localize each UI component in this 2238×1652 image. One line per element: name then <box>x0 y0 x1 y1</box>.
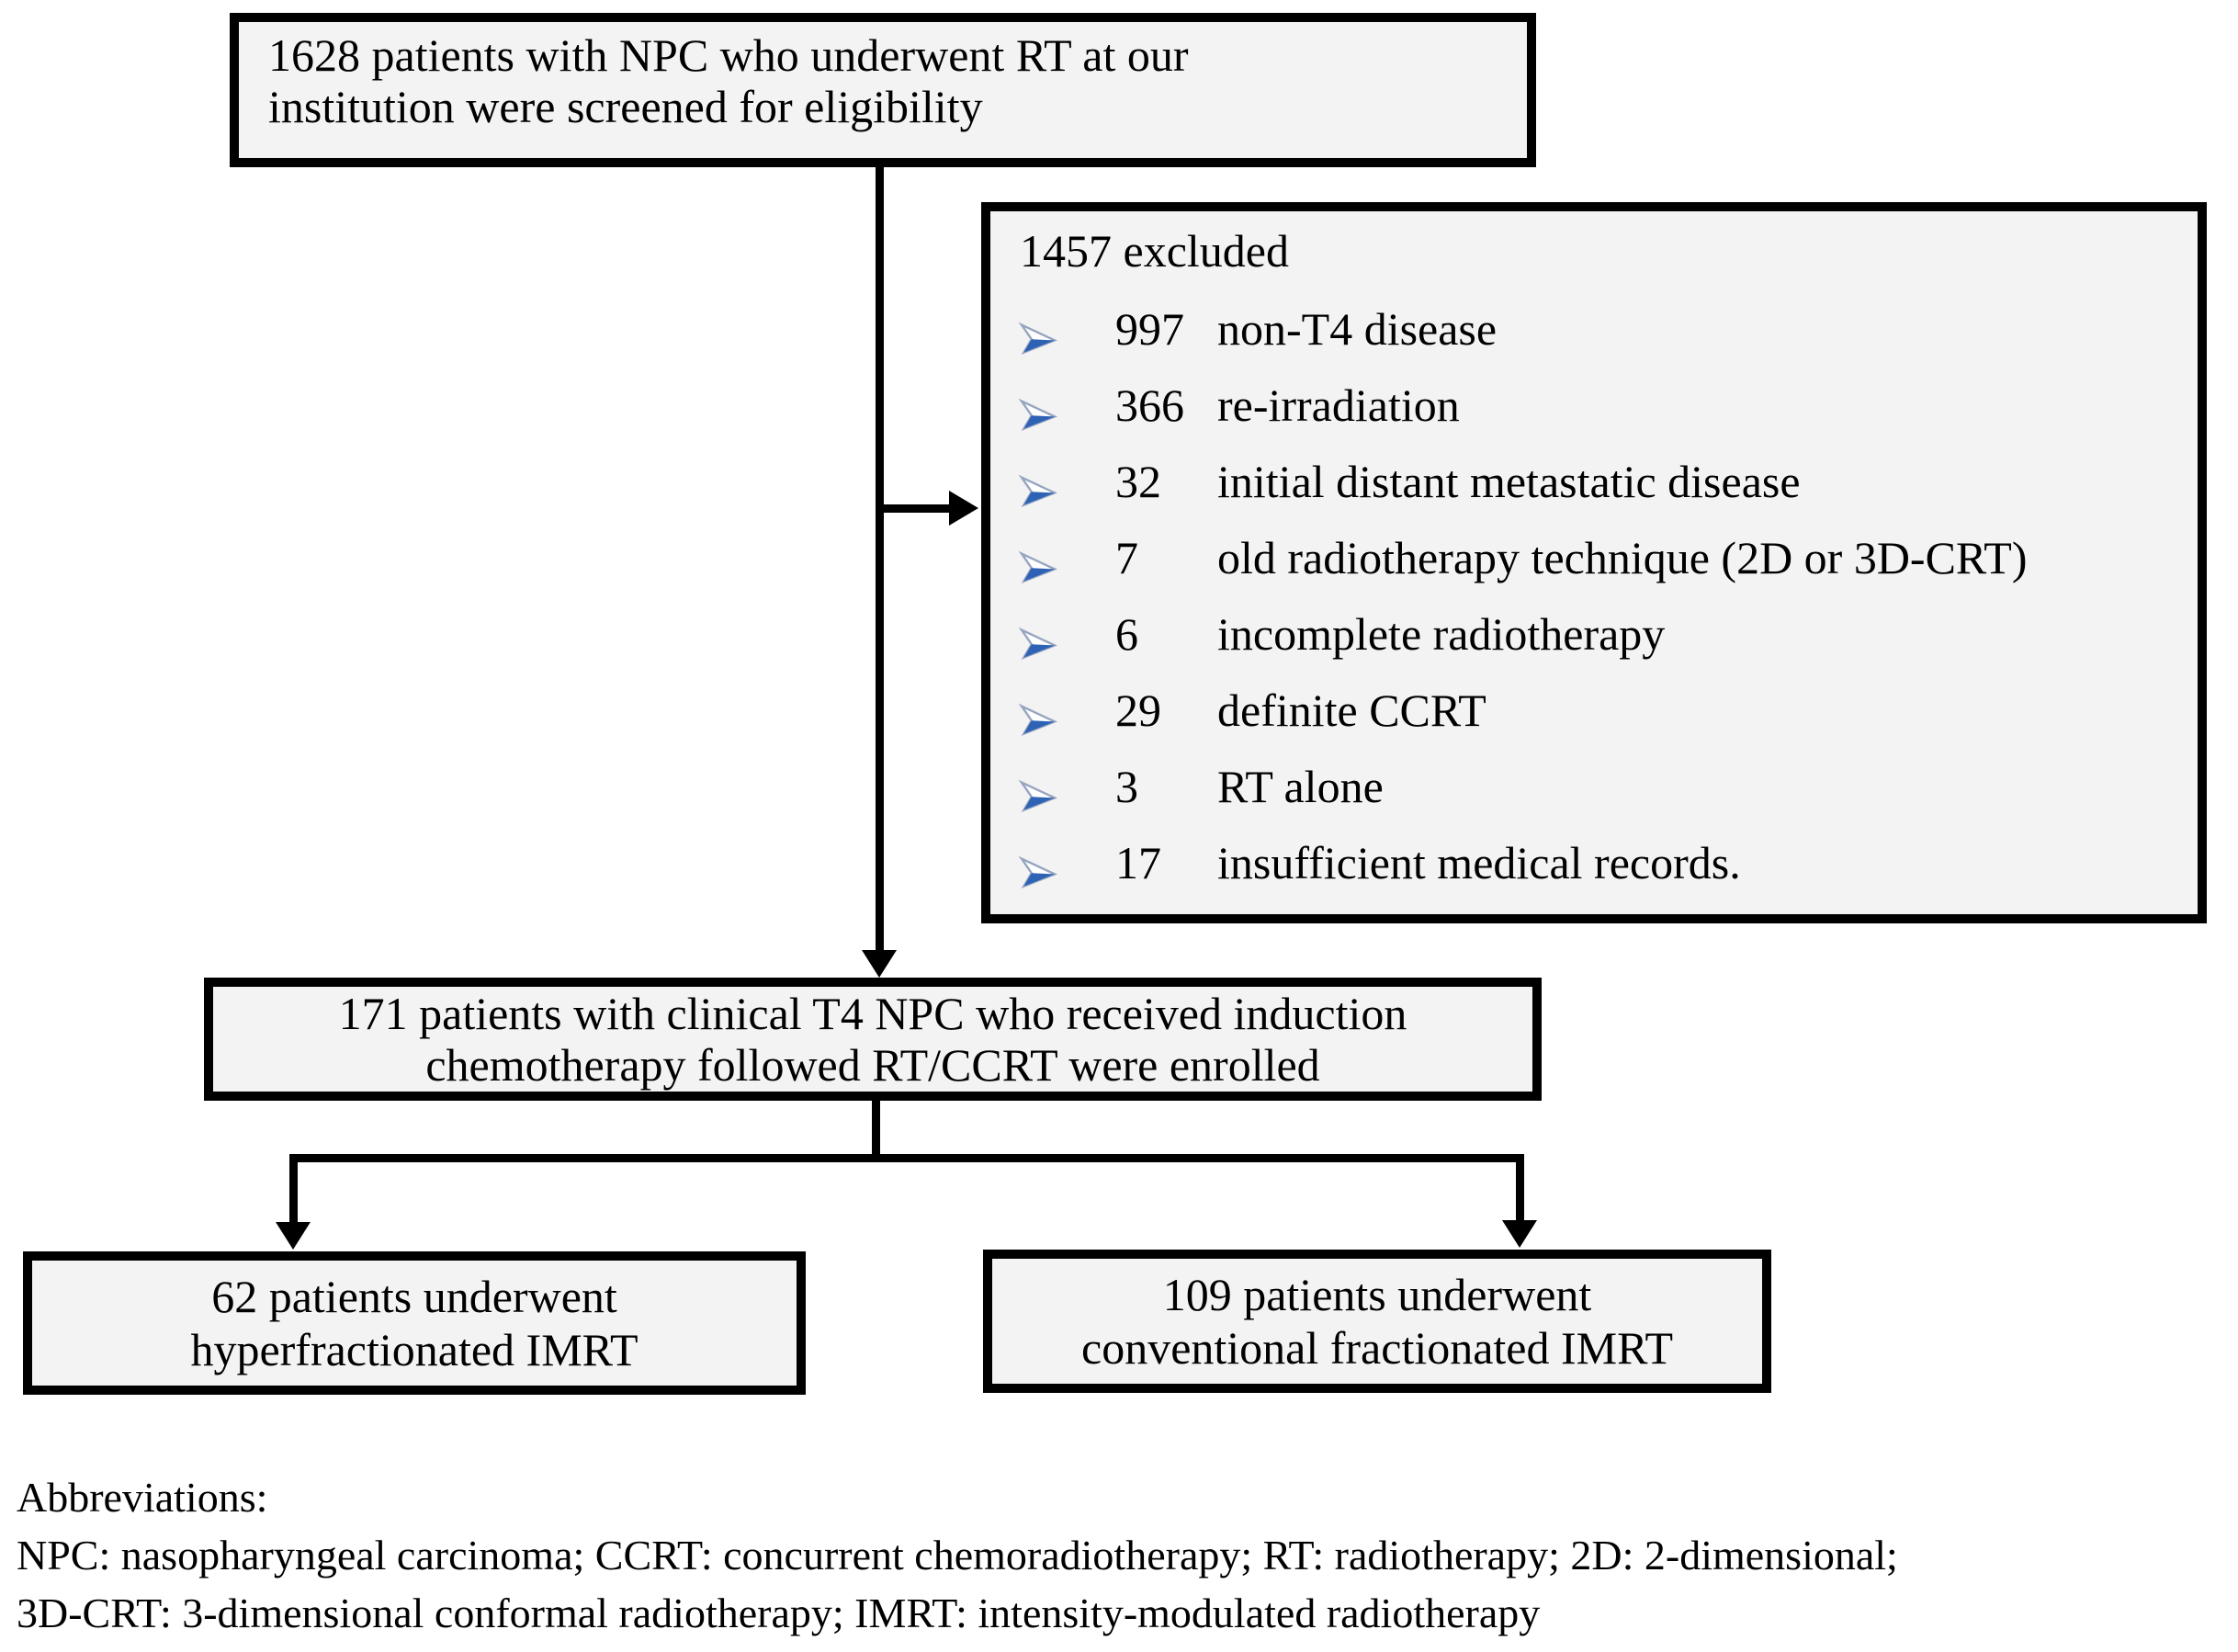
excluded-reason: non-T4 disease <box>1217 302 1498 355</box>
excluded-count: 366 <box>1115 379 1184 431</box>
arrowhead-into-excluded-box <box>949 491 978 526</box>
conventional-box: 109 patients underwent conventional frac… <box>983 1250 1771 1393</box>
excluded-list: 997 non-T4 disease 366 re-irradiation 32… <box>990 290 2198 900</box>
conventional-box-text: 109 patients underwent conventional frac… <box>1081 1268 1673 1375</box>
arrowhead-bullet-icon <box>1018 541 1058 583</box>
excluded-reason: incomplete radiotherapy <box>1217 607 1666 660</box>
screening-line-2: institution were screened for eligibilit… <box>268 81 983 132</box>
excluded-item: 3 RT alone <box>990 748 2198 824</box>
hyperfractionated-box: 62 patients underwent hyperfractionated … <box>23 1251 806 1395</box>
conventional-line-1: 109 patients underwent <box>1162 1269 1592 1320</box>
abbreviations-line-1: NPC: nasopharyngeal carcinoma; CCRT: con… <box>17 1532 1898 1578</box>
excluded-count: 17 <box>1115 836 1161 888</box>
excluded-item: 6 incomplete radiotherapy <box>990 595 2198 672</box>
arrowhead-bullet-icon <box>1018 312 1058 355</box>
hyperfractionated-box-text: 62 patients underwent hyperfractionated … <box>190 1270 638 1376</box>
arrowhead-into-hyperfractionated-box <box>276 1222 311 1250</box>
abbreviations-line-2: 3D-CRT: 3-dimensional conformal radiothe… <box>17 1590 1541 1636</box>
excluded-count: 997 <box>1115 302 1184 355</box>
excluded-item: 7 old radiotherapy technique (2D or 3D-C… <box>990 519 2198 595</box>
abbreviations-title: Abbreviations: <box>17 1474 268 1521</box>
excluded-reason: insufficient medical records. <box>1217 836 1741 888</box>
screening-box-text: 1628 patients with NPC who underwent RT … <box>239 22 1527 132</box>
connector-left-branch-line <box>289 1154 298 1222</box>
arrowhead-into-enrolled-box <box>862 950 897 978</box>
connector-screening-to-enrolled-line <box>876 167 884 950</box>
excluded-title: 1457 excluded <box>1020 225 1289 277</box>
hyperfractionated-line-1: 62 patients underwent <box>211 1271 617 1322</box>
arrowhead-into-conventional-box <box>1502 1220 1537 1248</box>
connector-right-branch-line <box>1516 1154 1524 1220</box>
excluded-reason: old radiotherapy technique (2D or 3D-CRT… <box>1217 531 2028 583</box>
arrowhead-bullet-icon <box>1018 846 1058 888</box>
excluded-count: 29 <box>1115 684 1161 736</box>
excluded-item: 366 re-irradiation <box>990 367 2198 443</box>
excluded-count: 32 <box>1115 455 1161 507</box>
arrowhead-bullet-icon <box>1018 694 1058 736</box>
excluded-reason: definite CCRT <box>1217 684 1486 736</box>
arrowhead-bullet-icon <box>1018 617 1058 660</box>
arrowhead-bullet-icon <box>1018 770 1058 812</box>
excluded-item: 17 insufficient medical records. <box>990 824 2198 900</box>
enrolled-box-text: 171 patients with clinical T4 NPC who re… <box>339 988 1407 1091</box>
arrowhead-bullet-icon <box>1018 465 1058 507</box>
abbreviations-footnote: Abbreviations: NPC: nasopharyngeal carci… <box>17 1468 1898 1642</box>
connector-branch-horizontal-line <box>289 1154 1524 1162</box>
arrowhead-bullet-icon <box>1018 389 1058 431</box>
excluded-count: 6 <box>1115 607 1138 660</box>
conventional-line-2: conventional fractionated IMRT <box>1081 1322 1673 1374</box>
hyperfractionated-line-2: hyperfractionated IMRT <box>190 1324 639 1375</box>
excluded-reason: RT alone <box>1217 760 1384 812</box>
enrolled-box: 171 patients with clinical T4 NPC who re… <box>204 978 1542 1101</box>
excluded-reason: initial distant metastatic disease <box>1217 455 1801 507</box>
excluded-reason: re-irradiation <box>1217 379 1460 431</box>
excluded-count: 7 <box>1115 531 1138 583</box>
excluded-item: 29 definite CCRT <box>990 672 2198 748</box>
excluded-count: 3 <box>1115 760 1138 812</box>
screening-line-1: 1628 patients with NPC who underwent RT … <box>268 29 1189 81</box>
excluded-item: 32 initial distant metastatic disease <box>990 443 2198 519</box>
excluded-box: 1457 excluded 997 non-T4 disease 366 re-… <box>981 202 2207 923</box>
connector-to-excluded-line <box>876 504 949 513</box>
excluded-item: 997 non-T4 disease <box>990 290 2198 367</box>
screening-box: 1628 patients with NPC who underwent RT … <box>230 13 1536 167</box>
connector-enrolled-stub-line <box>872 1099 880 1158</box>
enrolled-line-2: chemotherapy followed RT/CCRT were enrol… <box>425 1039 1320 1091</box>
enrolled-line-1: 171 patients with clinical T4 NPC who re… <box>338 988 1407 1039</box>
